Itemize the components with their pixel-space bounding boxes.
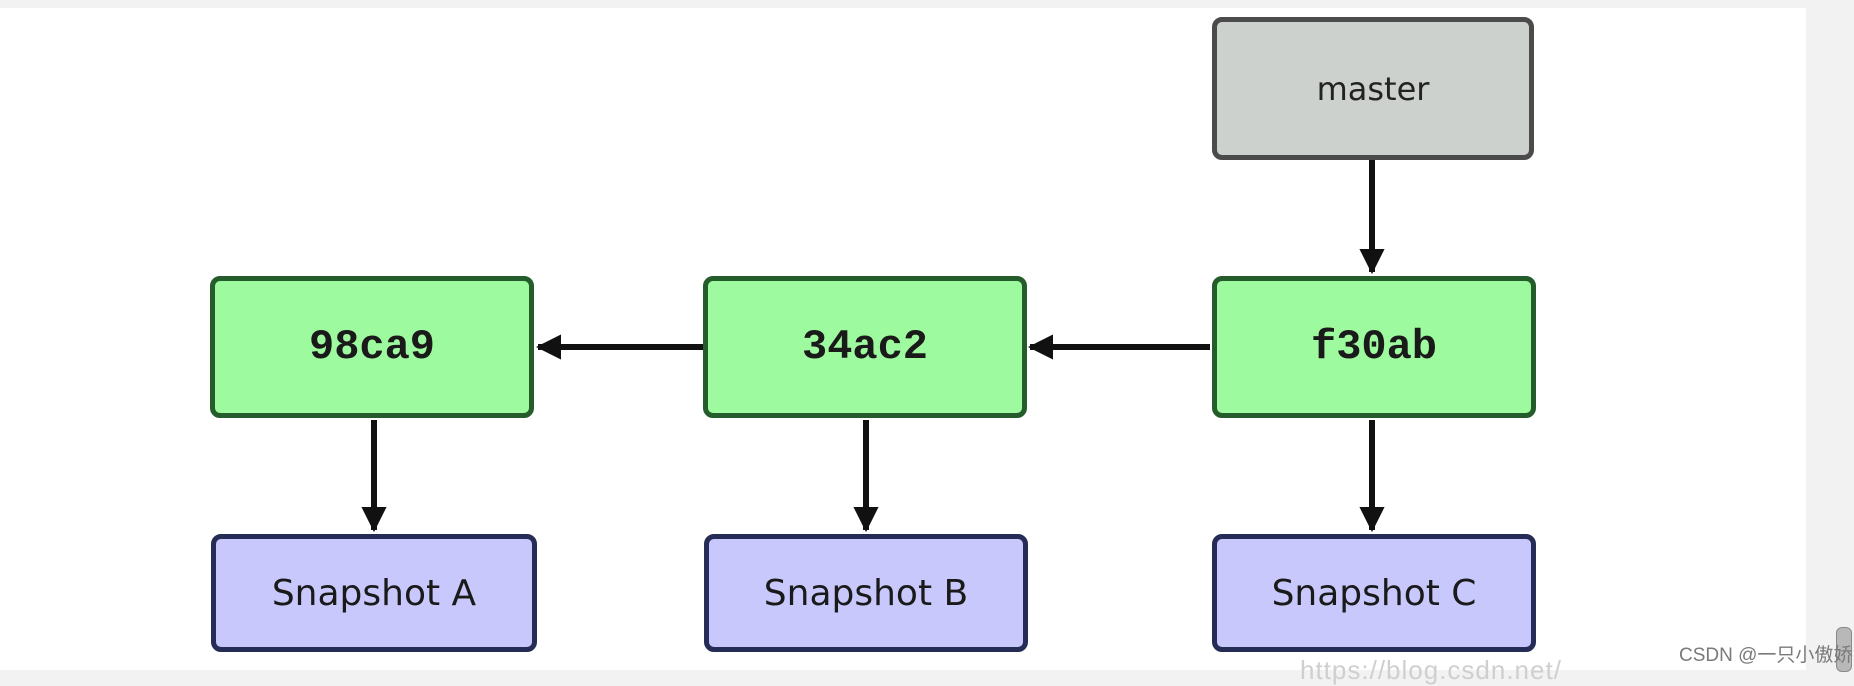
scrollbar-track[interactable] [1806,8,1854,670]
diagram-arrows [361,160,1385,533]
commit-hash: 34ac2 [801,323,929,371]
snapshot-label: Snapshot B [763,572,969,614]
csdn-watermark: CSDN @一只小傲娇 [1679,645,1853,666]
branch-master: master [1212,17,1534,160]
snapshot-a: Snapshot A [211,534,537,652]
commit-hash: 98ca9 [308,323,436,371]
commit-hash: f30ab [1310,323,1438,371]
snapshot-label: Snapshot C [1271,572,1477,614]
commit-98ca9: 98ca9 [210,276,534,418]
commit-34ac2: 34ac2 [703,276,1027,418]
commit-f30ab: f30ab [1212,276,1536,418]
blog-url-fragment: https://blog.csdn.net/ [1300,655,1562,685]
snapshot-c: Snapshot C [1212,534,1536,652]
snapshot-label: Snapshot A [271,572,477,614]
snapshot-b: Snapshot B [704,534,1028,652]
branch-label: master [1316,69,1430,108]
